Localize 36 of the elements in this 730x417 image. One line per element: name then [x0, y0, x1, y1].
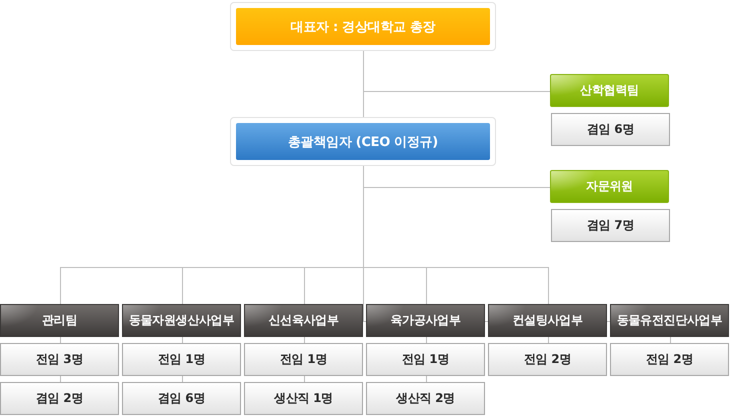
- team-box: 산학협력팀: [550, 74, 669, 107]
- department-box: 컨설팅사업부: [488, 304, 607, 337]
- staff-count-box: 생산직 2명: [366, 382, 485, 415]
- connector-line: [304, 376, 305, 382]
- staff-count-box: 전임 3명: [0, 343, 119, 376]
- staff-count-box: 생산직 1명: [244, 382, 363, 415]
- title-bar: 총괄책임자 (CEO 이정규): [236, 123, 490, 160]
- department-box: 신선육사업부: [244, 304, 363, 337]
- department-box: 동물유전진단사업부: [610, 304, 729, 337]
- connector-line: [548, 336, 549, 344]
- staff-count-box: 전임 1명: [122, 343, 241, 376]
- connector-line: [182, 336, 183, 344]
- connector-line: [670, 336, 671, 344]
- connector-line: [426, 336, 427, 344]
- connector-line: [60, 376, 61, 382]
- department-box: 관리팀: [0, 304, 119, 337]
- staff-count-box: 전임 1명: [366, 343, 485, 376]
- connector-line: [60, 166, 610, 322]
- title-bar: 대표자 : 경상대학교 총장: [236, 8, 490, 45]
- connector-line: [426, 376, 427, 382]
- connector-line: [182, 376, 183, 382]
- staff-count-box: 전임 2명: [610, 343, 729, 376]
- department-box: 육가공사업부: [366, 304, 485, 337]
- department-box: 동물자원생산사업부: [122, 304, 241, 337]
- connector-line: [60, 336, 61, 344]
- org-card: [230, 117, 496, 166]
- staff-count-box: 겸임 6명: [551, 113, 670, 146]
- connector-line: [304, 336, 305, 344]
- connector-line: [363, 50, 550, 118]
- staff-count-box: 전임 1명: [244, 343, 363, 376]
- org-card: [230, 2, 496, 51]
- staff-count-box: 겸임 6명: [122, 382, 241, 415]
- team-box: 자문위원: [550, 170, 669, 203]
- staff-count-box: 겸임 2명: [0, 382, 119, 415]
- staff-count-box: 겸임 7명: [551, 209, 670, 242]
- staff-count-box: 전임 2명: [488, 343, 607, 376]
